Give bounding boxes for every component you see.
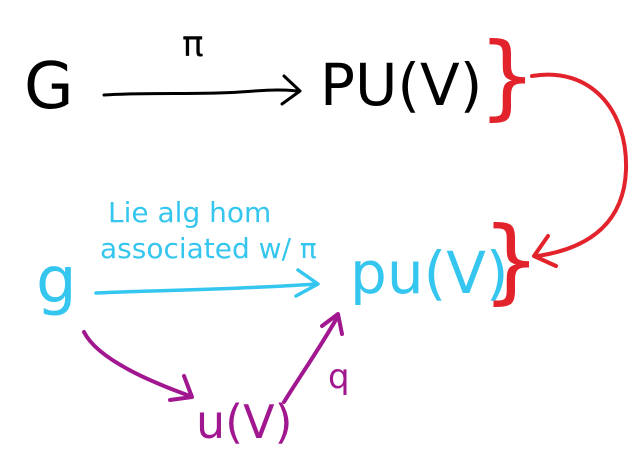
group-g-label: G [24,50,74,124]
lie-algebra-g-label: g [36,244,77,318]
bottom-red-brace: } [482,207,541,314]
projective-unitary-group-label: PU(V) [320,51,482,119]
red-arrow-head [532,234,558,268]
pi-arrow-shaft [102,88,300,97]
purple-down-arrow-shaft [82,330,192,398]
q-map-label: q [328,357,350,397]
pi-arrow-head [280,74,302,106]
purple-up-arrow-head [320,312,344,336]
unitary-algebra-label: u(V) [196,395,293,449]
purple-up-arrow-shaft [282,314,340,404]
top-red-brace: } [478,23,537,130]
lie-hom-arrow-head [294,268,320,298]
arrow-annotation-line2: associated w/ π [100,232,317,265]
arrow-annotation-line1: Lie alg hom [108,196,271,229]
projective-unitary-algebra-label: pu(V) [350,239,509,307]
pi-map-label: π [182,24,204,65]
purple-down-arrow-head [168,374,194,402]
lie-hom-arrow-shaft [94,282,318,295]
red-curved-arrow [530,72,629,258]
